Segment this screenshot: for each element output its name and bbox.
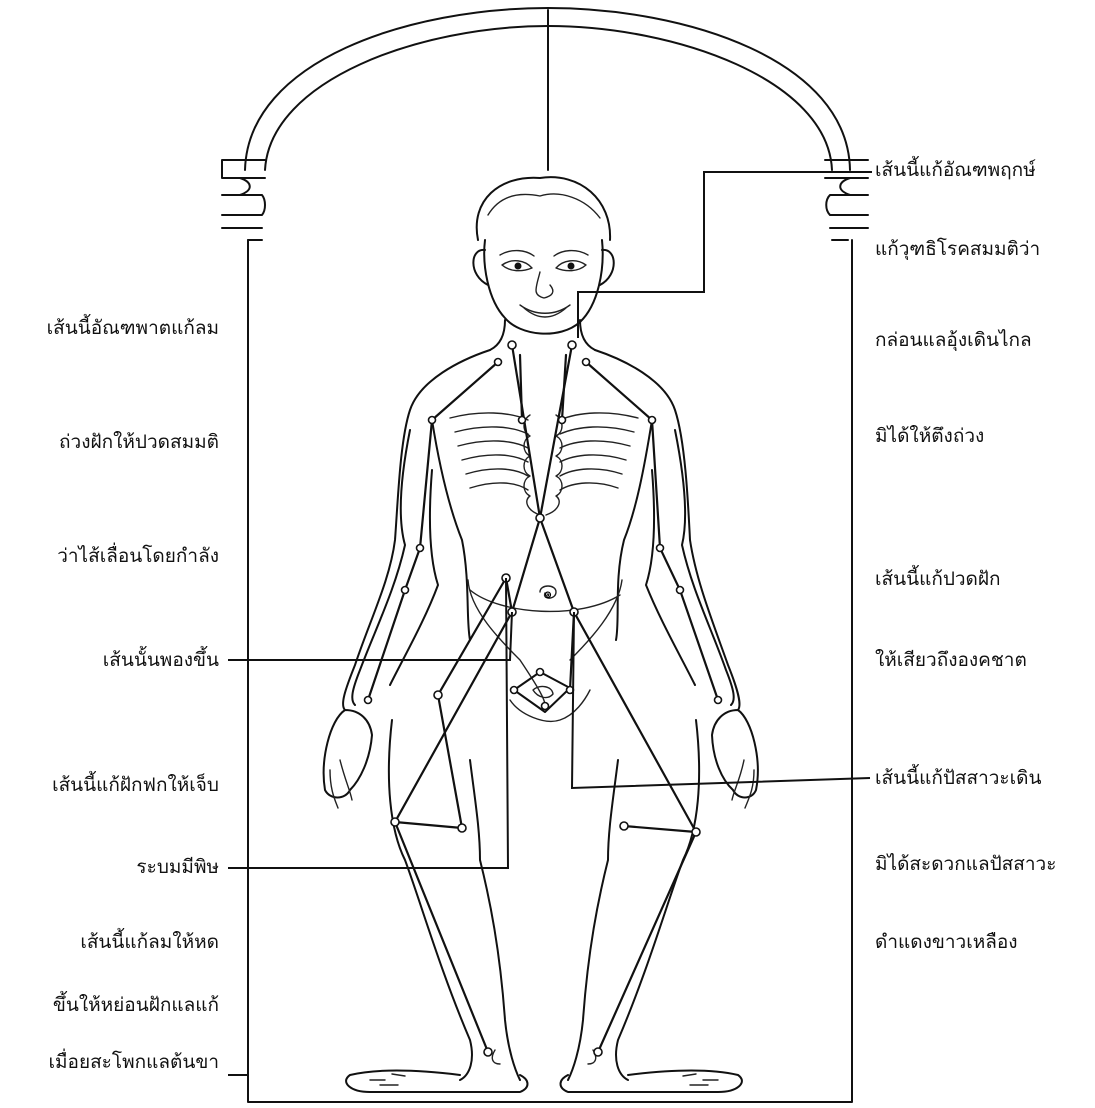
right-label-2: แก้วุฑธิโรคสมมติว่า [875, 237, 1040, 261]
right-label-5: เส้นนี้แก้ปวดฝัก [875, 567, 1001, 591]
right-label-9: ดำแดงขาวเหลือง [875, 930, 1018, 954]
right-label-7: เส้นนี้แก้ปัสสาวะเดิน [875, 766, 1041, 790]
left-label-4: เส้นนั้นพองขึ้น [103, 648, 219, 672]
navel-numeral: ๑ [544, 586, 553, 602]
left-label-1: เส้นนี้อัณฑพาตแก้ลม [47, 316, 219, 340]
left-label-7: เส้นนี้แก้ลมให้หด [80, 930, 219, 954]
left-label-3: ว่าไส้เลื่อนโดยกำลัง [57, 544, 219, 568]
right-label-8: มิได้สะดวกแลปัสสาวะ [875, 852, 1056, 876]
left-label-5: เส้นนี้แก้ฝักฟกให้เจ็บ [52, 773, 219, 797]
left-label-9: เมื่อยสะโพกแลต้นขา [49, 1050, 219, 1074]
right-label-6: ให้เสียวถึงองคชาต [875, 648, 1027, 672]
left-label-2: ถ่วงฝักให้ปวดสมมติ [59, 430, 219, 454]
right-label-4: มิได้ให้ตึงถ่วง [875, 424, 984, 448]
right-label-1: เส้นนี้แก้อัณฑพฤกษ์ [875, 158, 1036, 182]
leader-lines [228, 172, 872, 1075]
right-label-3: กล่อนแลอุ้งเดินไกล [875, 328, 1032, 352]
left-label-6: ระบมมีพิษ [136, 855, 219, 879]
left-label-8: ขึ้นให้หย่อนฝักแลแก้ [53, 993, 219, 1017]
human-figure [324, 177, 758, 1092]
